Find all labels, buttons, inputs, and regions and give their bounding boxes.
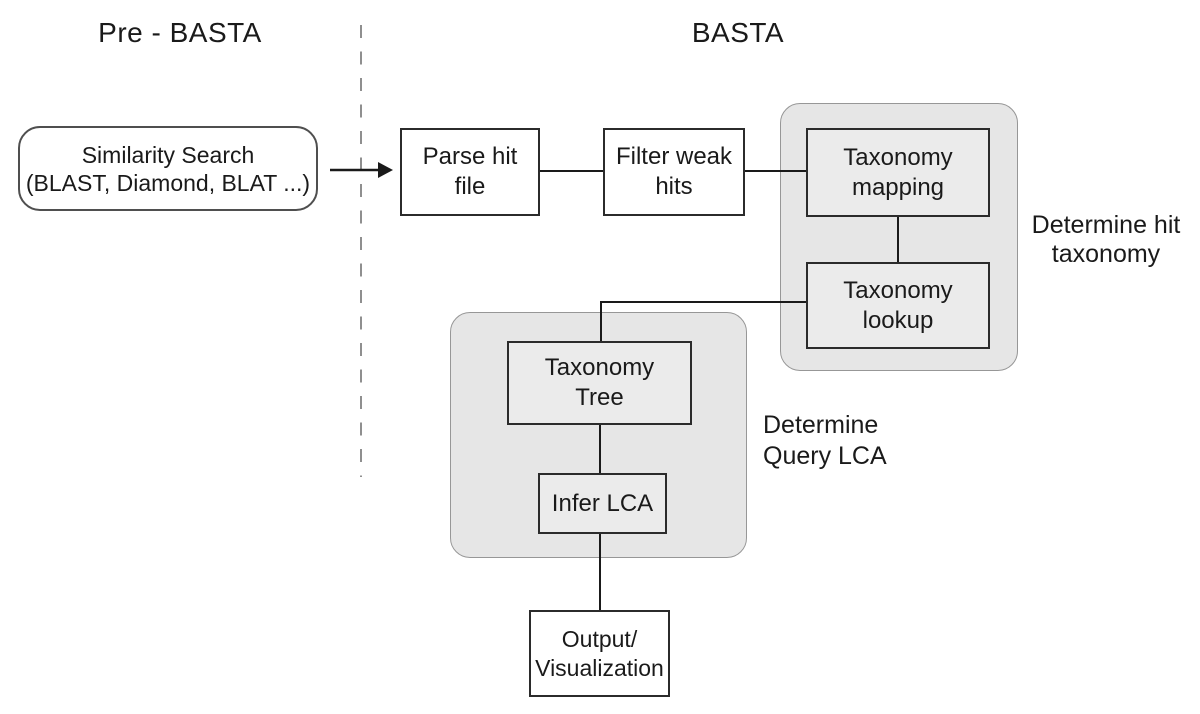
- infer-lca-node: Infer LCA: [538, 473, 667, 534]
- determine-hit-taxonomy-label: Determine hit taxonomy: [1016, 211, 1196, 269]
- annotation-line: taxonomy: [1051, 240, 1161, 268]
- connector-lookup-to-tree: [600, 301, 806, 341]
- node-label-line: mapping: [851, 173, 945, 201]
- similarity-search-node: Similarity Search (BLAST, Diamond, BLAT …: [18, 126, 318, 211]
- node-label-line: hits: [655, 173, 693, 200]
- node-label-line: lookup: [862, 306, 934, 334]
- node-label-line: Output/: [561, 625, 638, 652]
- node-label-line: Taxonomy: [544, 354, 655, 381]
- node-label-line: Tree: [575, 384, 624, 411]
- section-title-basta: BASTA: [691, 17, 785, 48]
- annotation-line: Determine hit: [1031, 211, 1181, 239]
- node-label-line: (BLAST, Diamond, BLAT ...): [25, 169, 311, 196]
- parse-hit-file-node: Parse hit file: [400, 128, 540, 216]
- taxonomy-tree-node: Taxonomy Tree: [507, 341, 692, 425]
- arrow-similarity-to-parse-head: [378, 162, 393, 178]
- node-label-line: Taxonomy: [843, 276, 953, 304]
- output-visualization-node: Output/ Visualization: [529, 610, 670, 697]
- annotation-line: Determine: [763, 411, 879, 439]
- node-label-line: Parse hit: [422, 143, 518, 170]
- taxonomy-lookup-node: Taxonomy lookup: [806, 262, 990, 349]
- annotation-line: Query LCA: [763, 442, 887, 470]
- node-label-line: file: [454, 173, 486, 200]
- filter-weak-hits-node: Filter weak hits: [603, 128, 745, 216]
- section-title-pre-basta: Pre - BASTA: [98, 17, 262, 48]
- node-label-line: Similarity Search: [81, 141, 255, 168]
- node-label-line: Visualization: [535, 654, 664, 681]
- taxonomy-mapping-node: Taxonomy mapping: [806, 128, 990, 217]
- node-label-line: Filter weak: [615, 143, 733, 170]
- node-label-line: Infer LCA: [551, 489, 654, 517]
- determine-query-lca-label: Determine Query LCA: [763, 410, 923, 472]
- node-label-line: Taxonomy: [843, 143, 953, 171]
